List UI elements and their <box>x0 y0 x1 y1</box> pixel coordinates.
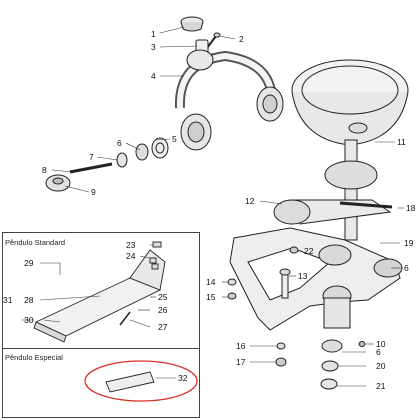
part-label-7: 7 <box>89 152 94 162</box>
part-label-30: 30 <box>24 315 34 325</box>
part-label-2: 2 <box>239 34 244 44</box>
part-label-20: 20 <box>376 361 386 371</box>
inset-divider <box>2 348 200 349</box>
part-label-6-bottom: 6 <box>376 347 381 357</box>
part-label-16: 16 <box>236 341 246 351</box>
part-label-11: 11 <box>397 137 406 147</box>
part-label-22: 22 <box>304 246 314 256</box>
part-label-10: 10 <box>376 339 386 349</box>
part-label-8: 8 <box>42 165 47 175</box>
standard-pendulum-title: Pêndulo Standard <box>5 238 66 247</box>
part-label-1: 1 <box>151 29 156 39</box>
part-label-12: 12 <box>245 196 255 206</box>
special-pendulum-title: Pêndulo Especial <box>5 353 63 362</box>
part-label-25: 25 <box>158 292 168 302</box>
part-label-29: 29 <box>24 258 34 268</box>
part-label-4: 4 <box>151 71 156 81</box>
part-label-18: 18 <box>406 203 416 213</box>
special-pendulum-highlight <box>84 360 198 402</box>
part-label-14: 14 <box>206 277 216 287</box>
part-label-24: 24 <box>126 251 136 261</box>
pendulum-inset-box <box>2 232 200 418</box>
part-label-32: 32 <box>178 373 188 383</box>
part-label-26: 26 <box>158 305 168 315</box>
part-label-19: 19 <box>404 238 414 248</box>
part-label-3: 3 <box>151 42 156 52</box>
part-label-31: 31 <box>3 295 13 305</box>
part-label-13: 13 <box>298 271 308 281</box>
part-label-27: 27 <box>158 322 168 332</box>
part-label-6-right: 6 <box>404 263 409 273</box>
part-label-21: 21 <box>376 381 386 391</box>
part-label-5: 5 <box>172 134 177 144</box>
part-label-17: 17 <box>236 357 246 367</box>
part-label-15: 15 <box>206 292 216 302</box>
part-label-23: 23 <box>126 240 136 250</box>
part-label-6-left: 6 <box>117 138 122 148</box>
part-label-9: 9 <box>91 187 96 197</box>
part-label-28: 28 <box>24 295 34 305</box>
